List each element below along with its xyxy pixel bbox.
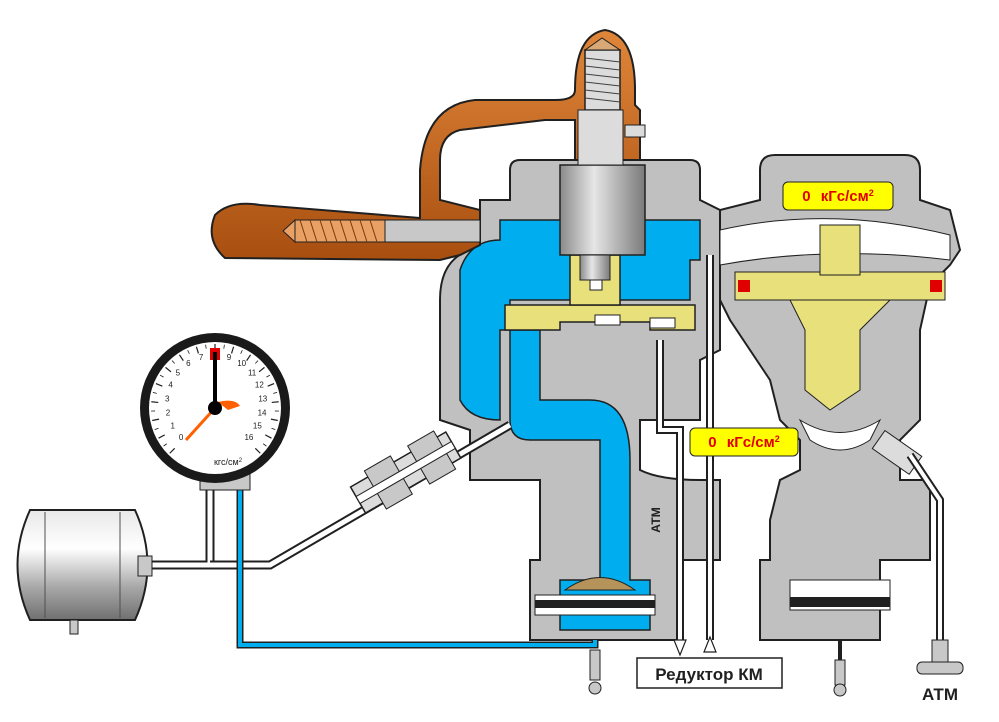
gauge-tick-label: 5: [176, 369, 181, 378]
gauge-tick: [264, 434, 272, 439]
gauge-tick: [169, 447, 176, 454]
brass-handle: [210, 28, 646, 262]
gauge-tick: [271, 401, 279, 404]
gauge-tick: [271, 427, 276, 430]
gauge-tick-label: 15: [253, 422, 262, 431]
pressure-label-mid: 0 кГс/см2: [689, 427, 799, 457]
gauge-tick: [246, 354, 252, 361]
gauge-tick: [165, 366, 172, 373]
gauge-tick-label: 9: [227, 353, 232, 362]
svg-text:0 кГс/см2: 0 кГс/см2: [802, 188, 874, 205]
gauge-tick: [195, 346, 200, 354]
flow-arrows: [673, 635, 717, 657]
gauge-tick: [151, 401, 159, 404]
pipe-fitting: [349, 430, 462, 515]
gauge-tick-label: 1: [170, 422, 175, 431]
filter-seat: [534, 577, 656, 616]
reductor-box: Редуктор КМ: [636, 657, 783, 689]
gauge-tick: [266, 374, 271, 378]
gauge-tick: [254, 360, 259, 364]
gauge-needle: [184, 352, 240, 442]
gauge-tick: [158, 434, 166, 439]
gauge-tick-label: 12: [255, 381, 264, 390]
pipes: [150, 255, 944, 670]
gauge-tick: [178, 354, 184, 361]
gauge-tick: [262, 443, 267, 447]
gauge-tick: [273, 392, 278, 394]
atm-valve: [916, 639, 964, 675]
water-cavity: [459, 219, 701, 631]
drain-cock-left: [588, 649, 602, 695]
gauge-tick: [155, 382, 163, 387]
gauge-tick-label: 14: [258, 408, 267, 417]
gauge-tick-label: 11: [248, 369, 257, 378]
gauge-tick: [163, 443, 168, 447]
atm-vertical-label: АТМ: [649, 507, 663, 532]
gauge-tick: [159, 374, 164, 378]
svg-text:0 кГс/см2: 0 кГс/см2: [708, 434, 780, 451]
piston-yellow: [504, 254, 696, 331]
gauge-tick: [230, 346, 235, 354]
gauge-tick: [205, 344, 207, 349]
gauge-tick-label: 4: [168, 381, 173, 390]
gauge-tick: [258, 366, 265, 373]
gauge-tick: [270, 418, 278, 422]
gauge-tick: [152, 418, 160, 422]
gauge-tick: [254, 447, 261, 454]
pressure-label-top: 0 кГс/см2: [782, 181, 894, 211]
gauge-unit: кгс/см2: [214, 457, 243, 467]
gauge-tick: [187, 349, 190, 354]
gauge-tick-label: 16: [244, 433, 253, 442]
gauge-tick-label: 3: [165, 394, 170, 403]
gauge-tick: [223, 344, 225, 349]
gauge-tick-label: 6: [186, 359, 191, 368]
gauge-tick: [152, 392, 157, 394]
right-body: [719, 154, 962, 641]
atm-bottom-label: АТМ: [922, 685, 958, 704]
gauge-tick-label: 13: [258, 394, 267, 403]
reductor-label: Редуктор КМ: [655, 665, 762, 684]
gauge-tick-label: 10: [237, 359, 246, 368]
air-tank: [16, 509, 153, 635]
gauge-tick: [154, 427, 159, 430]
drain-cock-right: [833, 659, 847, 697]
gauge-tick: [171, 360, 176, 364]
gauge-tick: [240, 349, 243, 354]
gauge-tick-label: 7: [199, 353, 204, 362]
gauge-tick-label: 0: [179, 433, 184, 442]
gauge-scale: 012345678910111213141516: [151, 344, 279, 454]
pressure-gauge: 012345678910111213141516 кгс/см2: [140, 333, 290, 491]
gauge-tick: [267, 382, 275, 387]
gauge-tick-label: 2: [166, 408, 171, 417]
